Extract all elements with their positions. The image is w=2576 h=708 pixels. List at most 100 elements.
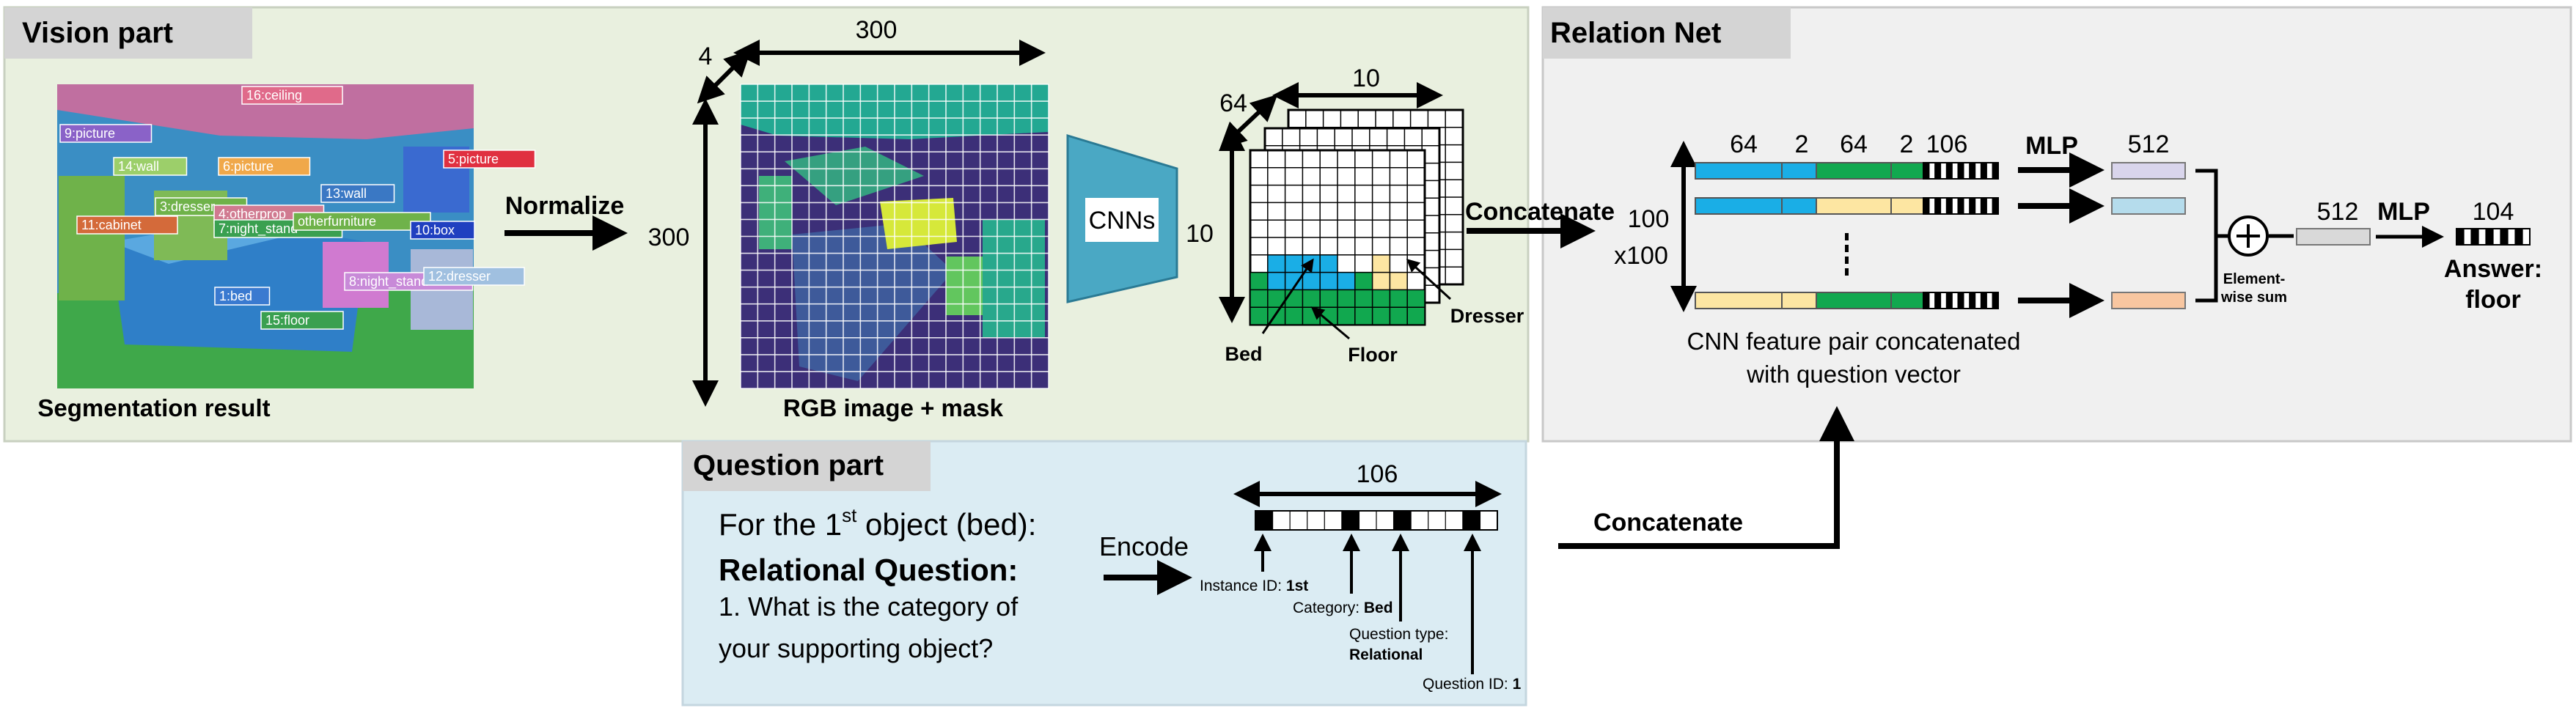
seg-dim-64a: 64 [1730,130,1758,158]
seg-label-text: 3:dresser [160,199,215,214]
seg-label-text: otherfurniture [298,214,376,229]
seg-label-text: 15:floor [265,313,309,328]
feature-map-front [1249,149,1426,326]
seg-dim-64b: 64 [1840,130,1868,158]
vision-title: Vision part [22,17,173,49]
concatenate-label-top: Concatenate [1465,198,1615,226]
pair-vector-2 [1695,197,1999,215]
mlp-output-1 [2111,162,2186,180]
seg-label-chip [320,184,395,203]
seg-label-chip [443,150,536,169]
seg-label-text: 1:bed [219,289,252,303]
out-512a: 512 [2128,130,2170,158]
mask-bed [792,224,953,381]
seg-dim-106: 106 [1926,130,1968,158]
seg-label-chip [59,124,153,143]
relation-title: Relation Net [1550,17,1721,49]
question-line-2: Relational Question: [719,553,1018,587]
seg-label-text: 13:wall [326,186,367,201]
concatenate-label-bottom: Concatenate [1593,509,1743,536]
seg-label-text: 7:night_stand [219,221,298,237]
seg-label-text: 6:picture [223,159,274,174]
mask-region-a [785,147,924,205]
relation-panel-background [1541,6,2572,443]
dim-300-top: 300 [856,16,898,44]
answer-vector [2456,228,2531,246]
seg-label-chip [214,287,271,306]
vertical-ellipsis [1845,233,1849,276]
bed-label: Bed [1225,343,1262,365]
rgb-mask-image: RGB image + mask [740,84,1049,421]
dim-4: 4 [699,43,713,70]
vision-panel: Vision part 16:ceiling 9:picture 14:wall 6:… [3,6,1530,443]
relation-caption-1: CNN feature pair concatenated [1687,328,2021,355]
dim-10-top: 10 [1352,64,1380,92]
pair-vector-1 [1695,162,1999,180]
sum-label-2: wise sum [2220,290,2287,306]
question-line-3: 1. What is the category of [719,591,1019,622]
seg-label-text: 8:night_stand [349,274,428,290]
seg-label-chip [410,221,475,240]
seg-label-text: 14:wall [118,159,159,174]
seg-ceiling [57,84,474,139]
question-type-value: Relational [1349,646,1423,663]
question-vector-dim: 106 [1357,460,1398,488]
seg-label-chip [423,267,525,286]
dim-10-left: 10 [1186,220,1214,248]
question-concat-arrow [1558,406,1854,549]
dim-4-arrow [697,49,752,104]
normalize-label: Normalize [505,192,625,220]
dim-64: 64 [1219,89,1247,117]
seg-label-text: 10:box [415,223,455,237]
category: Category: Bed [1293,600,1393,616]
question-type-label: Question type: [1349,626,1448,643]
mlp-output-2 [2111,197,2186,215]
dresser-pointer [1406,258,1452,300]
cnn-label: CNNs [1089,207,1156,235]
question-title: Question part [693,449,884,482]
out-512b: 512 [2317,198,2359,226]
seg-label-chip [76,215,178,235]
mask-night-stand [946,257,986,315]
rgb-grid [740,84,1049,389]
question-vector [1255,510,1498,531]
seg-label-text: 16:ceiling [246,88,302,103]
seg-label-text: 12:dresser [428,269,491,284]
floor-label: Floor [1348,344,1398,366]
relation-panel: Relation Net Concatenate 100 x100 64 2 6… [1465,6,2572,549]
mlp-label-1: MLP [2025,132,2078,160]
instance-id: Instance ID: 1st [1200,578,1308,594]
encode-label: Encode [1099,531,1189,561]
question-line-1: For the 1st object (bed): [719,504,1036,542]
seg-label-text: 9:picture [65,126,115,141]
seg-label-text: 5:picture [448,152,499,166]
segmentation-image: 16:ceiling 9:picture 14:wall 6:picture 5:pic… [37,84,536,421]
dresser-label: Dresser [1450,305,1524,327]
question-title-tab [683,441,931,491]
summed-vector [2296,228,2371,246]
relation-title-tab [1543,7,1791,59]
dim-64-arrow [1219,94,1278,150]
vision-title-tab [4,7,252,59]
dim-100: 100 [1628,205,1670,233]
mlp-output-n [2111,292,2186,309]
floor-pointer [1310,306,1350,340]
pair-vector-n [1695,292,1999,309]
seg-label-chip [241,86,343,105]
seg-label-text: 11:cabinet [81,218,142,232]
relation-caption-2: with question vector [1746,361,1961,388]
question-id: Question ID: 1 [1423,676,1522,693]
out-104: 104 [2473,198,2514,226]
question-line-4: your supporting object? [719,633,993,663]
seg-label-layer: 16:ceiling 9:picture 14:wall 6:picture 5:pic… [59,86,536,330]
answer-label-2: floor [2465,286,2521,314]
answer-label-1: Answer: [2444,255,2542,283]
seg-caption: Segmentation result [37,394,270,421]
seg-label-chip [218,157,311,176]
cnn-label-box [1085,198,1159,242]
dim-300-left: 300 [648,224,690,251]
feature-map-stack: 64 10 Bed Floor Dresser [1219,64,1524,366]
question-panel: Question part For the 1st object (bed): … [681,440,1527,707]
mlp-label-2: MLP [2377,198,2430,226]
seg-label-chip [113,157,188,176]
